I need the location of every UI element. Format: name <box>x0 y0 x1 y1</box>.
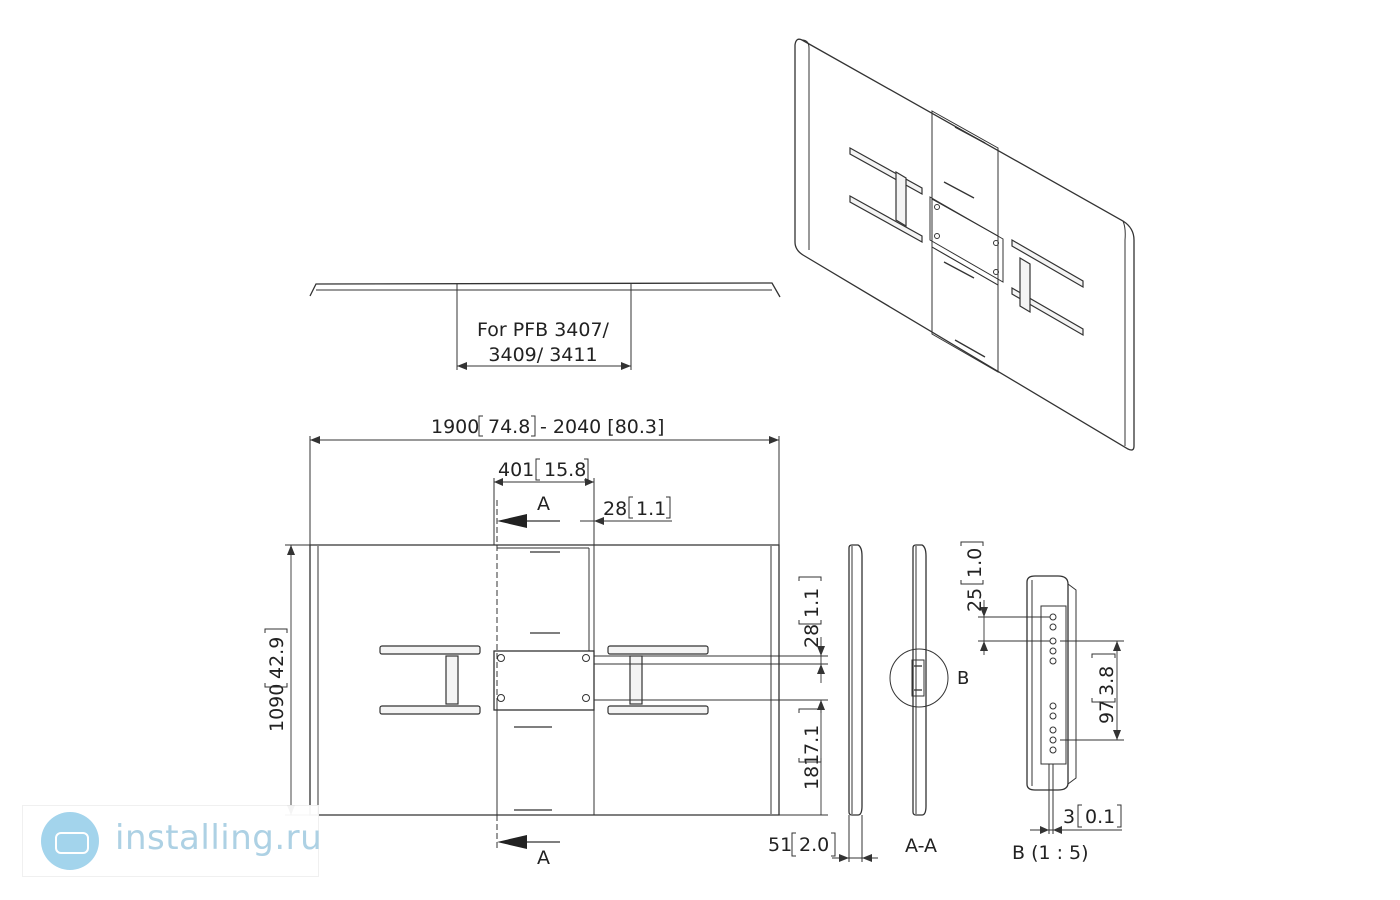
section-name-label: A-A <box>905 835 937 857</box>
offset-label: 28 <box>603 498 627 520</box>
top-profile-view: For PFB 3407/ 3409/ 3411 <box>309 282 781 370</box>
hole-low-label: 181 <box>801 754 823 790</box>
depth-inch: 2.0 <box>799 834 829 856</box>
section-a-a-view: B A-A <box>889 544 969 857</box>
width-max-label: - 2040 [80.3] <box>540 416 664 438</box>
height-label: 1090 <box>266 684 288 732</box>
detail-top-inch: 1.0 <box>964 548 986 578</box>
side-view: 51 2.0 <box>768 544 878 862</box>
globe-logo-icon <box>41 812 99 870</box>
hole-gap-inch: 1.1 <box>801 588 823 618</box>
detail-marker-label: B <box>957 668 969 689</box>
detail-b-view: 25 1.0 97 3.8 3 0.1 B (1 : 5) <box>960 541 1124 864</box>
detail-thick-inch: 0.1 <box>1085 806 1115 828</box>
height-inch: 42.9 <box>266 637 288 679</box>
section-label-top: A <box>537 493 550 515</box>
pitch-inch: 15.8 <box>544 459 586 481</box>
width-min-inch: 74.8 <box>488 416 530 438</box>
depth-label: 51 <box>768 834 792 856</box>
hole-gap-label: 28 <box>801 624 823 648</box>
front-view: 1900 74.8 - 2040 [80.3] 401 15.8 28 1.1 … <box>264 415 828 869</box>
isometric-view <box>794 38 1135 451</box>
hole-low-inch: 7.1 <box>801 725 823 755</box>
watermark: installing.ru <box>22 805 323 877</box>
width-min-label: 1900 <box>431 416 479 438</box>
offset-inch: 1.1 <box>636 498 666 520</box>
detail-name-label: B (1 : 5) <box>1012 842 1089 864</box>
detail-span-inch: 3.8 <box>1096 666 1118 696</box>
section-label-bottom: A <box>537 847 550 869</box>
detail-span-label: 97 <box>1096 700 1118 724</box>
compat-label-line1: For PFB 3407/ <box>477 319 610 341</box>
watermark-text: installing.ru <box>115 818 323 858</box>
detail-thick-label: 3 <box>1063 806 1075 828</box>
compat-label-line2: 3409/ 3411 <box>488 344 597 366</box>
detail-top-label: 25 <box>964 588 986 612</box>
pitch-label: 401 <box>498 459 534 481</box>
